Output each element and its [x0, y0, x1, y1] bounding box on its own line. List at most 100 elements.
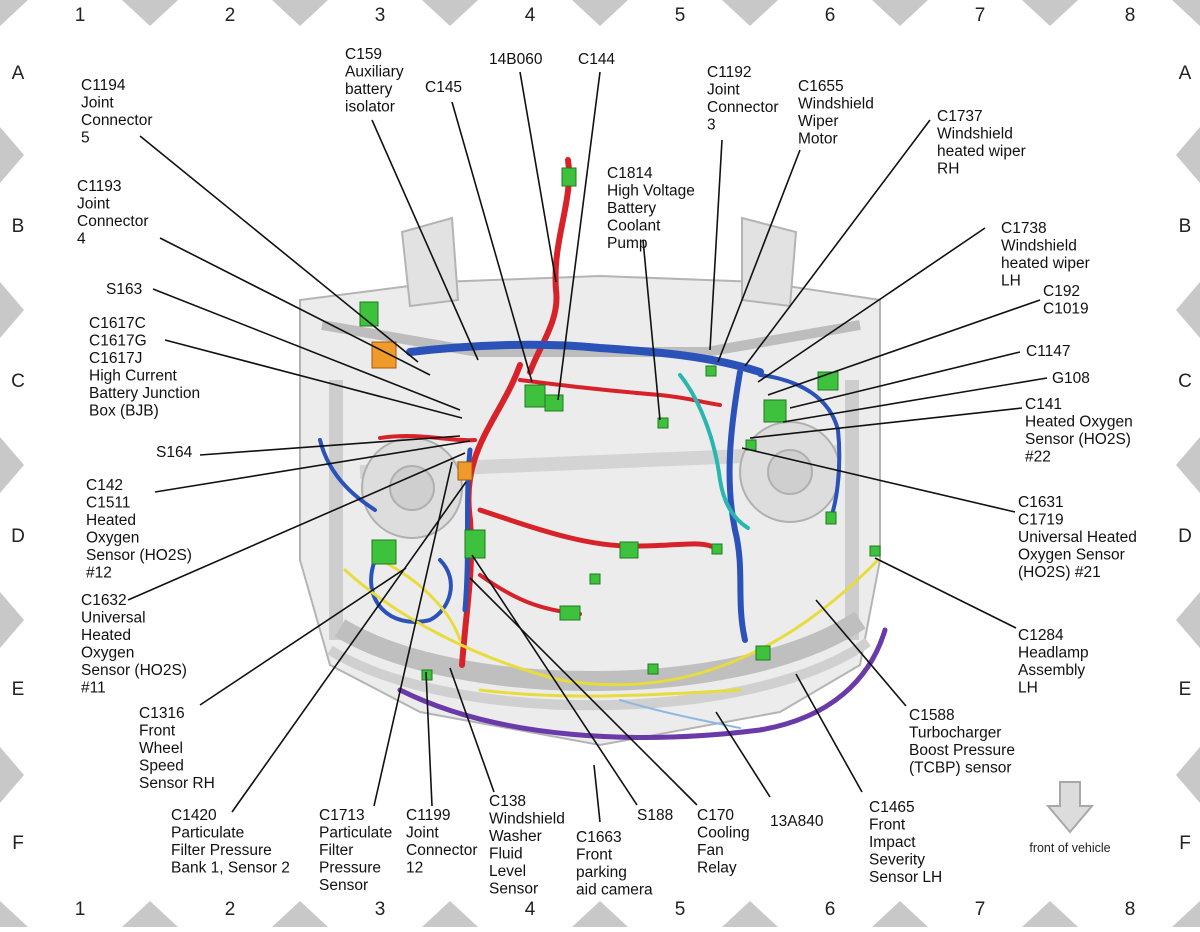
grid-marker-right — [1176, 592, 1200, 648]
callout-line: aid camera — [576, 882, 653, 899]
grid-marker-top — [122, 0, 178, 26]
callout-line: Oxygen Sensor — [1018, 547, 1125, 564]
callout-line: Connector — [406, 842, 478, 859]
callout-line: C1511 — [86, 495, 131, 512]
grid-marker-bottom — [122, 901, 178, 927]
callout-line: Assembly — [1018, 662, 1085, 679]
grid-marker-bottom — [722, 901, 778, 927]
callout-line: (HO2S) #21 — [1018, 564, 1101, 581]
callout-line: C1617C — [89, 315, 146, 332]
grid-column-label-top: 4 — [525, 5, 536, 26]
leader-line-c1194 — [139, 135, 419, 363]
callout-line: Sensor LH — [869, 869, 942, 886]
grid-column-label-bottom: 6 — [825, 899, 836, 920]
leader-line-c1655 — [717, 149, 801, 363]
grid-column-label-top: 8 — [1125, 5, 1136, 26]
grid-row-label-left: C — [11, 371, 25, 392]
callout-line: (TCBP) sensor — [909, 760, 1012, 777]
callout-line: Impact — [869, 834, 916, 851]
front-indicator: front of vehicle — [1029, 781, 1111, 855]
leader-line-c1192 — [709, 139, 723, 351]
callout-line: C1019 — [1043, 301, 1089, 318]
grid-row-label-right: E — [1179, 679, 1192, 700]
leader-line-c1632 — [127, 452, 466, 601]
callout-line: C1737 — [937, 108, 983, 125]
grid-column-label-bottom: 3 — [375, 899, 386, 920]
grid-marker-top — [722, 0, 778, 26]
callout-line: Pressure — [319, 860, 381, 877]
callout-line: G108 — [1052, 370, 1090, 387]
grid-column-label-bottom: 1 — [75, 899, 86, 920]
callout-line: Windshield — [798, 96, 874, 113]
grid-column-label-top: 3 — [375, 5, 386, 26]
callout-line: Sensor (HO2S) — [86, 547, 192, 564]
callout-line: Universal Heated — [1018, 529, 1137, 546]
callout-line: Bank 1, Sensor 2 — [171, 860, 290, 877]
callout-line: C1814 — [607, 165, 653, 182]
callout-line: C1147 — [1026, 343, 1071, 360]
callout-line: LH — [1018, 680, 1038, 697]
grid-column-label-bottom: 7 — [975, 899, 986, 920]
grid-row-label-left: D — [11, 526, 25, 547]
leader-line-c141 — [749, 407, 1023, 439]
callout-line: Joint — [406, 825, 439, 842]
grid-column-label-bottom: 5 — [675, 899, 686, 920]
callout-line: S164 — [156, 444, 193, 461]
callout-line: battery — [345, 81, 393, 98]
leader-line-c1713 — [373, 461, 453, 807]
callout-line: C1588 — [909, 707, 955, 724]
callout-line: C1420 — [171, 807, 217, 824]
callout-line: Joint — [77, 196, 110, 213]
callout-line: Front — [869, 817, 906, 834]
grid-marker-top — [572, 0, 628, 26]
callout-line: heated wiper — [1001, 255, 1090, 272]
arrow-down-icon — [1045, 781, 1095, 834]
grid-row-label-right: A — [1179, 63, 1192, 84]
callout-line: Connector — [77, 213, 149, 230]
callout-line: RH — [937, 161, 959, 178]
leader-line-c1738 — [757, 227, 986, 383]
callout-line: C1199 — [406, 807, 451, 824]
callout-line: Joint — [707, 82, 740, 99]
leader-line-c1814 — [642, 239, 661, 421]
grid-column-label-top: 7 — [975, 5, 986, 26]
callout-line: #12 — [86, 565, 112, 582]
grid-marker-right — [1176, 437, 1200, 493]
leader-line-c170 — [469, 577, 698, 806]
leader-line-c1199 — [425, 671, 433, 807]
callout-line: Wheel — [139, 740, 183, 757]
leader-line-c1588 — [815, 599, 907, 707]
leader-line-c1663 — [593, 764, 601, 823]
callout-line: Front — [139, 723, 176, 740]
grid-marker-top — [0, 0, 28, 26]
callout-line: Heated Oxygen — [1025, 414, 1133, 431]
grid-marker-right — [1176, 282, 1200, 338]
callout-line: Boost Pressure — [909, 742, 1015, 759]
grid-column-label-top: 1 — [75, 5, 86, 26]
leader-line-13a840 — [715, 711, 771, 798]
leader-line-c145 — [451, 101, 533, 383]
callout-line: Filter Pressure — [171, 842, 272, 859]
grid-column-label-top: 6 — [825, 5, 836, 26]
grid-row-label-left: F — [12, 833, 24, 854]
callout-line: Windshield — [937, 126, 1013, 143]
leader-line-c1316 — [199, 567, 407, 706]
callout-line: Speed — [139, 758, 184, 775]
grid-row-label-right: D — [1178, 526, 1192, 547]
leader-line-c1284 — [874, 557, 1017, 629]
callout-line: C1192 — [707, 64, 752, 81]
callout-line: Severity — [869, 852, 925, 869]
callout-line: C1194 — [81, 77, 126, 94]
grid-marker-right — [1176, 127, 1200, 183]
front-of-vehicle-text: front of vehicle — [1029, 841, 1110, 855]
callout-line: isolator — [345, 99, 395, 116]
